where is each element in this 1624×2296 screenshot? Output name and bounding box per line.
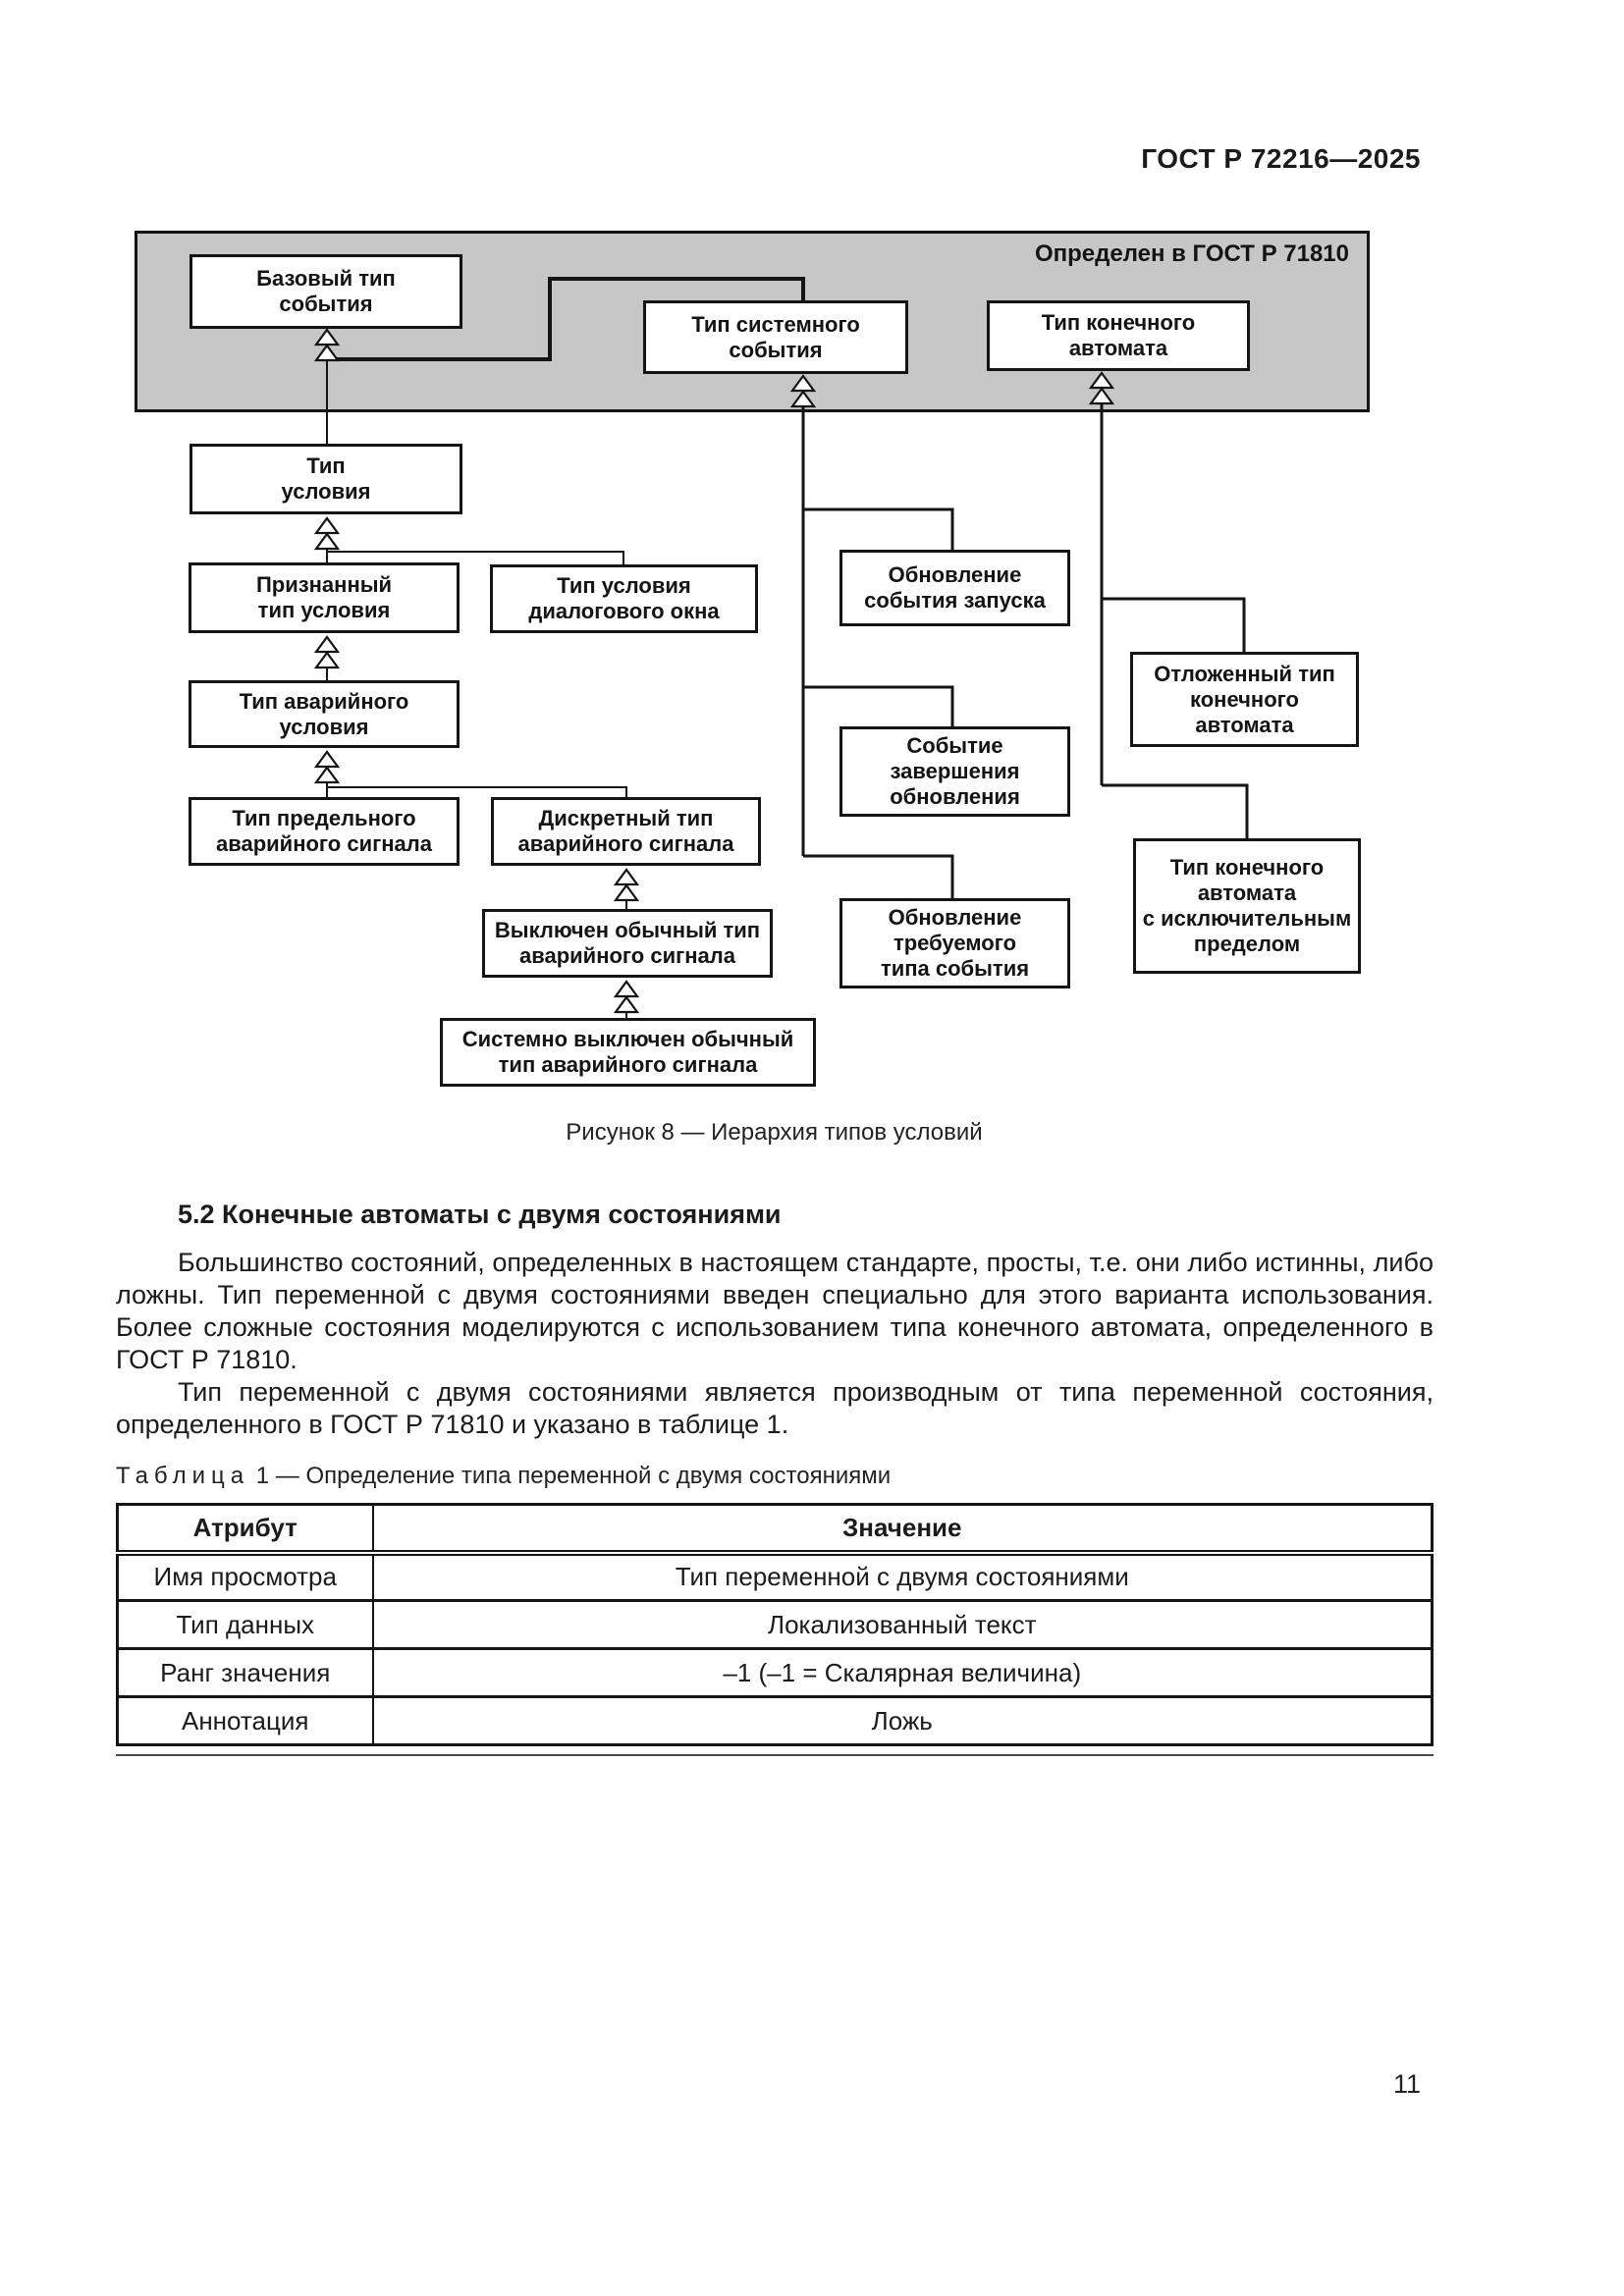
inheritance-arrow-icon xyxy=(1088,371,1115,390)
node-deferred-finite-automaton-type: Отложенный тип конечного автомата xyxy=(1130,652,1359,747)
node-condition-type: Тип условия xyxy=(189,444,462,514)
table-caption-text: 1 — Определение типа переменной с двумя … xyxy=(249,1463,892,1489)
page-number: 11 xyxy=(1392,2069,1421,2099)
node-alarm-condition-type: Тип аварийного условия xyxy=(189,680,460,748)
connector-line xyxy=(327,551,624,567)
value-cell: –1 (–1 = Скалярная величина) xyxy=(372,1647,1433,1697)
inheritance-arrow-icon xyxy=(313,766,341,784)
inheritance-arrow-icon xyxy=(313,344,341,362)
inheritance-arrow-icon xyxy=(313,328,341,347)
inheritance-arrow-icon xyxy=(313,516,341,535)
inheritance-arrow-icon xyxy=(613,868,640,886)
node-limit-alarm-type: Тип предельного аварийного сигнала xyxy=(189,797,460,866)
attribute-cell: Имя просмотра xyxy=(117,1552,374,1601)
figure-caption: Рисунок 8 — Иерархия типов условий xyxy=(566,1119,983,1146)
inheritance-arrow-icon xyxy=(789,374,817,393)
node-exclusive-limit-finite-automaton-type: Тип конечного автомата с исключительным … xyxy=(1133,838,1361,974)
body-paragraph-2: Тип переменной с двумя состояниями являе… xyxy=(116,1377,1434,1439)
table-row: Ранг значения–1 (–1 = Скалярная величина… xyxy=(117,1647,1433,1697)
body-paragraph-1: Большинство состояний, определенных в на… xyxy=(116,1248,1434,1374)
inheritance-arrow-icon xyxy=(1088,387,1115,405)
node-update-complete-event: Событие завершения обновления xyxy=(839,726,1070,817)
inheritance-arrow-icon xyxy=(313,532,341,551)
connector-line xyxy=(1102,597,1246,655)
inheritance-arrow-icon xyxy=(613,980,640,998)
node-update-start-event: Обновление события запуска xyxy=(839,550,1070,626)
connector-line xyxy=(803,507,954,553)
inheritance-arrow-icon xyxy=(789,390,817,408)
attribute-cell: Ранг значения xyxy=(117,1647,374,1697)
inheritance-arrow-icon xyxy=(613,995,640,1014)
figure-hierarchy-diagram: Определен в ГОСТ Р 71810 Базовый тип соб… xyxy=(135,231,1370,1146)
attribute-cell: Аннотация xyxy=(117,1695,374,1745)
node-base-event-type: Базовый тип события xyxy=(189,254,462,329)
hierarchy-connector-lines xyxy=(313,277,1249,1018)
node-off-normal-alarm-type: Выключен обычный тип аварийного сигнала xyxy=(482,909,773,978)
inheritance-arrow-icon xyxy=(313,651,341,669)
connector-line xyxy=(803,685,954,729)
column-header-value: Значение xyxy=(372,1504,1433,1556)
section-heading: 5.2 Конечные автоматы с двумя состояниям… xyxy=(178,1200,782,1229)
value-cell: Ложь xyxy=(372,1695,1433,1745)
inheritance-arrow-icon xyxy=(313,750,341,769)
connector-line xyxy=(327,277,805,361)
section-content: 5.2 Конечные автоматы с двумя состояниям… xyxy=(116,1200,1434,1756)
attribute-cell: Тип данных xyxy=(117,1599,374,1649)
node-discrete-alarm-type: Дискретный тип аварийного сигнала xyxy=(491,797,761,866)
table-caption-word: Таблица xyxy=(116,1463,250,1489)
table-bottom-rule xyxy=(116,1754,1434,1756)
node-system-event-type: Тип системного события xyxy=(643,300,908,374)
node-acknowledged-condition-type: Признанный тип условия xyxy=(189,562,460,633)
inheritance-arrow-icon xyxy=(313,635,341,654)
value-cell: Локализованный текст xyxy=(372,1599,1433,1649)
node-finite-automaton-type: Тип конечного автомата xyxy=(987,300,1250,371)
connector-line xyxy=(1102,783,1249,841)
value-cell: Тип переменной с двумя состояниями xyxy=(675,1562,1129,1592)
inheritance-arrow-icon xyxy=(613,883,640,902)
connector-line xyxy=(327,786,627,800)
node-system-off-normal-alarm-type: Системно выключен обычный тип аварийного… xyxy=(440,1018,816,1087)
column-header-attribute: Атрибут xyxy=(117,1504,374,1556)
gost-defined-region-label: Определен в ГОСТ Р 71810 xyxy=(1034,240,1349,267)
table-header-row: Атрибут Значение xyxy=(117,1504,1433,1556)
connector-line xyxy=(803,854,954,901)
node-dialog-window-condition-type: Тип условия диалогового окна xyxy=(490,564,758,633)
document-header: ГОСТ Р 72216—2025 xyxy=(1141,143,1421,174)
node-update-required-event-type: Обновление требуемого типа события xyxy=(839,898,1070,988)
table-caption: Таблица 1 — Определение типа переменной … xyxy=(116,1463,1434,1490)
attribute-definition-table: Атрибут Значение Имя просмотра Тип переме… xyxy=(116,1503,1434,1746)
table-row: Имя просмотра Тип переменной с двумя сост… xyxy=(117,1552,1433,1601)
